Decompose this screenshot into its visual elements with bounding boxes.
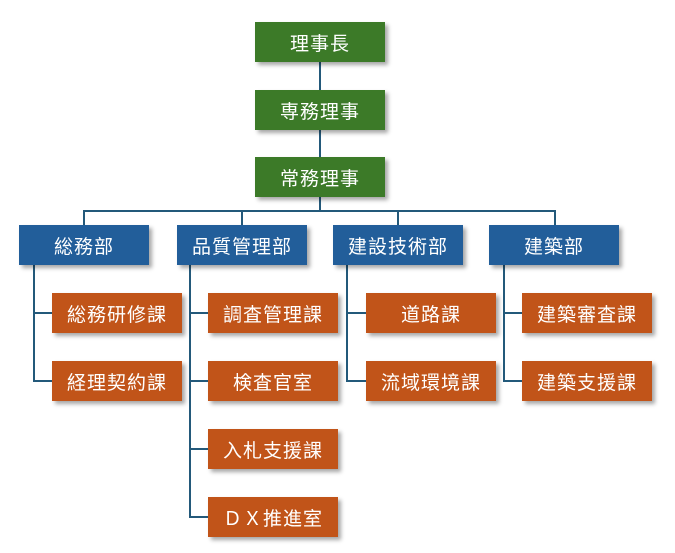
connector-line [33,312,52,314]
connector-line [319,130,321,157]
node-section: 調査管理課 [208,293,338,333]
connector-line [33,265,35,382]
connector-line [346,265,348,382]
connector-line [241,210,243,225]
connector-line [503,265,505,382]
node-section: 経理契約課 [52,361,182,401]
node-chairman: 理事長 [255,22,385,62]
connector-line [319,197,321,212]
node-department-construction-tech: 建設技術部 [333,225,463,265]
node-section: 総務研修課 [52,293,182,333]
connector-line [346,312,366,314]
node-senior-managing-director: 専務理事 [255,90,385,130]
connector-line [503,312,522,314]
connector-line [189,516,208,518]
node-department-general-affairs: 総務部 [19,225,149,265]
node-section: ＤＸ推進室 [208,497,338,537]
connector-line [83,210,556,212]
connector-line [503,380,522,382]
connector-line [189,265,191,518]
connector-line [554,210,556,225]
node-department-architecture: 建築部 [489,225,619,265]
connector-line [189,380,208,382]
node-section: 検査官室 [208,361,338,401]
node-managing-director: 常務理事 [255,157,385,197]
connector-line [33,380,52,382]
connector-line [189,312,208,314]
connector-line [189,448,208,450]
node-section: 建築支援課 [522,361,652,401]
connector-line [83,210,85,225]
connector-line [319,60,321,90]
connector-line [397,210,399,225]
connector-line [346,380,366,382]
node-section: 道路課 [366,293,496,333]
node-section: 流域環境課 [366,361,496,401]
node-section: 建築審査課 [522,293,652,333]
node-department-quality-control: 品質管理部 [177,225,307,265]
node-section: 入札支援課 [208,429,338,469]
